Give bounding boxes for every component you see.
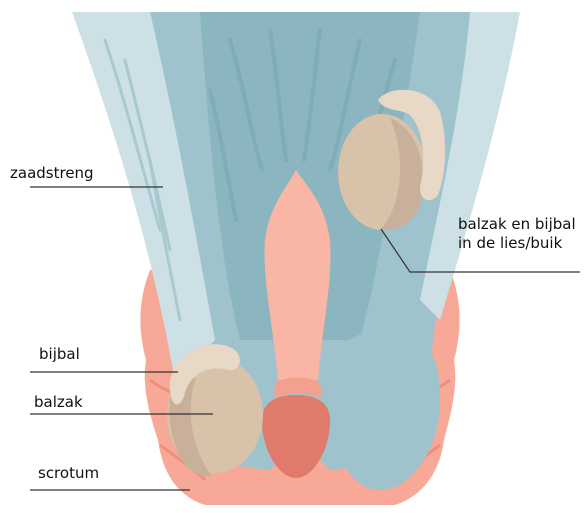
label-undescended-line1: balzak en bijbal bbox=[458, 215, 576, 234]
label-scrotum: scrotum bbox=[38, 464, 99, 483]
label-zaadstreng: zaadstreng bbox=[10, 164, 94, 183]
label-undescended-line2: in de lies/buik bbox=[458, 234, 576, 253]
label-bijbal: bijbal bbox=[39, 345, 80, 364]
label-undescended-testis: balzak en bijbal in de lies/buik bbox=[458, 215, 576, 253]
label-balzak: balzak bbox=[34, 393, 83, 412]
